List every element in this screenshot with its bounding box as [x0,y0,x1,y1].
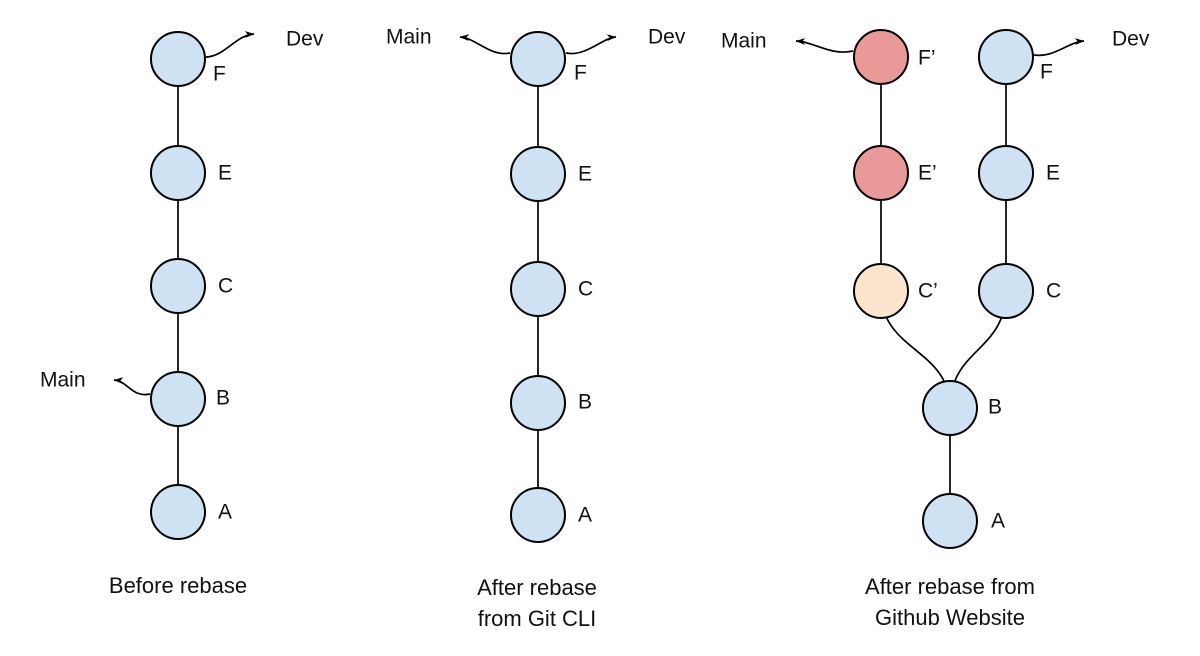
commit-node-f-cli [510,31,566,87]
commit-label-e-before: E [218,161,233,185]
commit-node-a-website [922,493,978,549]
commit-label-b-before: B [216,386,231,410]
commit-label-a-website: A [991,509,1006,533]
main-arrow-website [795,38,854,53]
commit-label-c-cli: C [578,277,594,301]
branch-label-main-website: Main [721,29,767,53]
commit-node-f-website [978,29,1034,85]
commit-node-e-prime-website [853,145,909,201]
commit-label-b-website: B [988,395,1003,419]
commit-label-f-prime-website: F’ [918,46,936,70]
main-arrow-before [113,377,151,396]
dev-arrow-website [1033,38,1085,57]
commit-node-c-cli [510,261,566,317]
caption-after-rebase-website: After rebase from Github Website [865,574,1035,630]
commit-label-e-website: E [1046,161,1061,185]
commit-label-b-cli: B [578,390,593,414]
commit-node-c-before [150,258,206,314]
branch-label-dev-website: Dev [1112,27,1150,51]
main-arrow-cli [459,34,511,55]
commit-label-f-website: F [1040,60,1053,84]
commit-label-e-cli: E [578,162,593,186]
commit-node-c-prime-website [853,263,909,319]
commit-node-f-prime-website [853,29,909,85]
commit-node-c-website [978,263,1034,319]
commit-node-e-cli [510,146,566,202]
commit-node-b-before [150,371,206,427]
commit-node-e-before [150,145,206,201]
commit-label-a-cli: A [578,503,593,527]
caption-after-rebase-cli: After rebase from Git CLI [477,575,597,631]
commit-node-b-cli [510,375,566,431]
commit-node-e-website [978,145,1034,201]
branch-label-main-before: Main [40,368,86,392]
commit-node-b-website [922,380,978,436]
branch-label-main-cli: Main [386,25,432,49]
commit-label-a-before: A [218,500,233,524]
dev-arrow-cli [565,34,617,55]
commit-node-a-before [150,484,206,540]
commit-label-e-prime-website: E’ [918,161,937,185]
commit-label-f-before: F [213,62,226,86]
branch-label-dev-cli: Dev [648,25,686,49]
branch-label-dev-before: Dev [286,27,324,51]
caption-before-rebase: Before rebase [108,573,248,598]
commit-label-c-website: C [1046,279,1062,303]
commit-node-f-before [150,31,206,87]
commit-node-a-cli [510,487,566,543]
commit-label-c-before: C [218,274,234,298]
commit-label-c-prime-website: C’ [918,279,938,303]
dev-arrow-before [205,31,255,58]
commit-label-f-cli: F [574,61,587,85]
